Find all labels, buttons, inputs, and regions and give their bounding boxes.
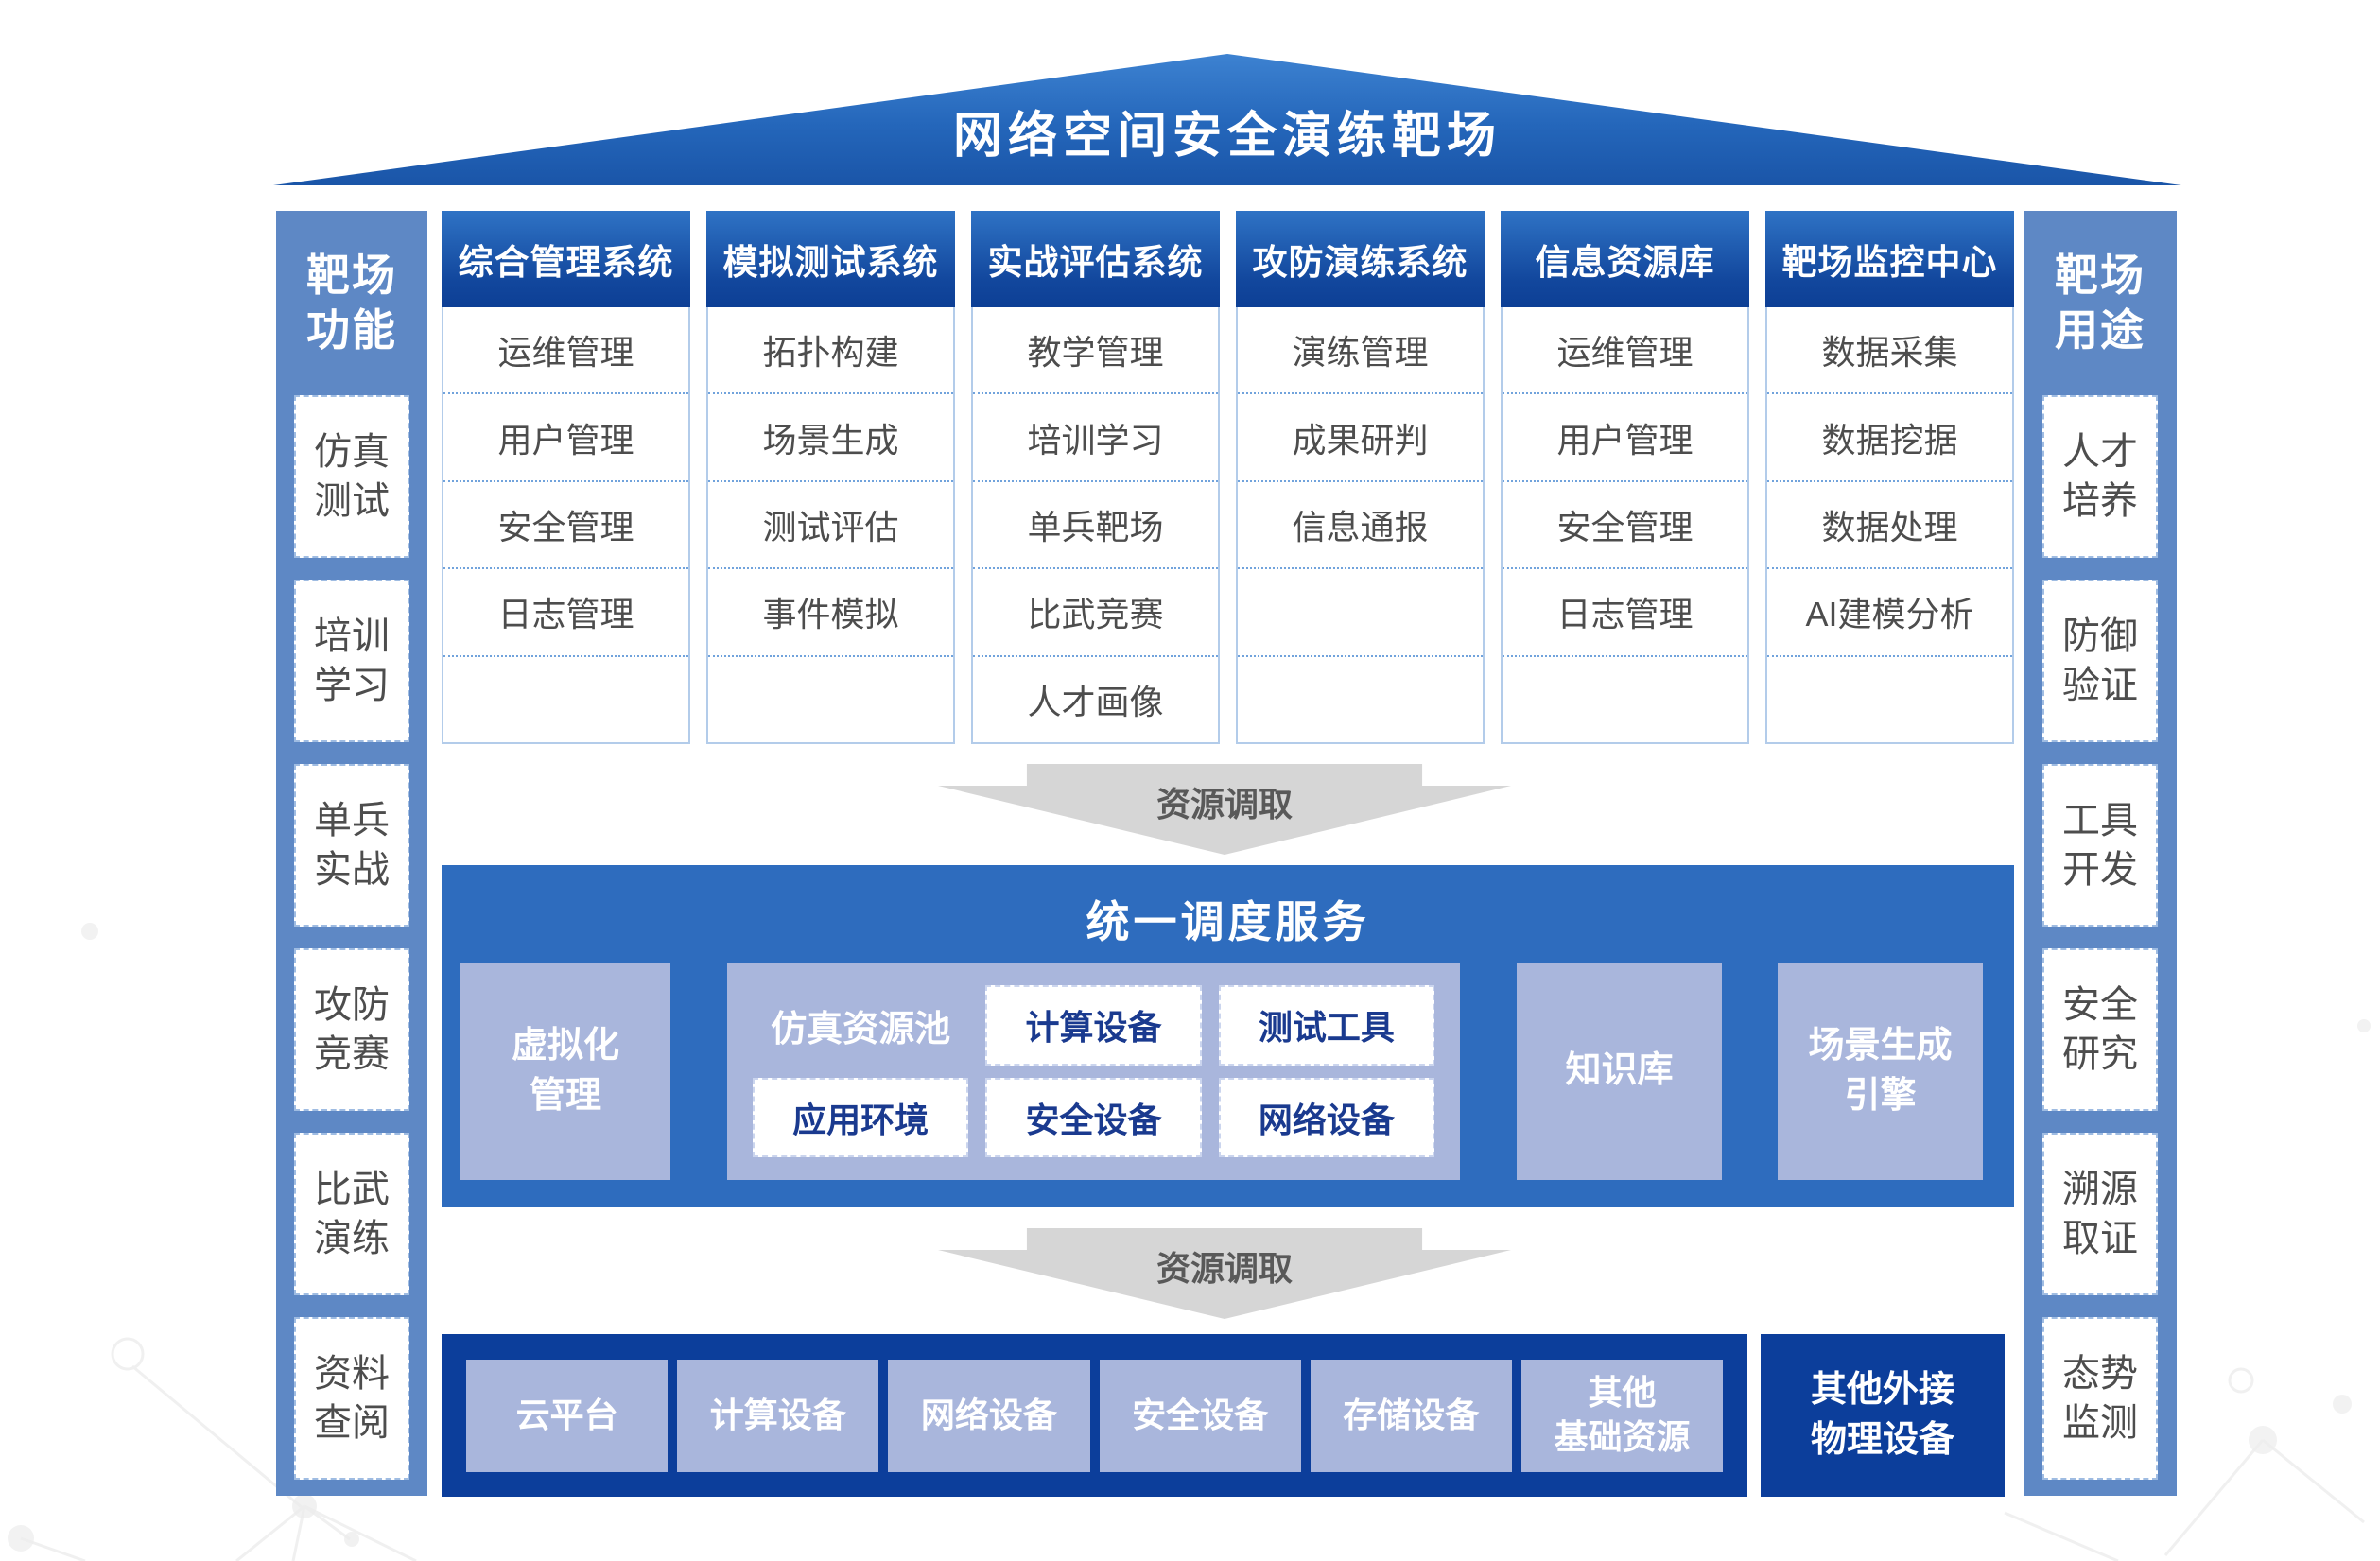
sidebar-left-title: 靶场 功能 (306, 251, 397, 355)
system-item (443, 657, 688, 742)
virtualization-box: 虚拟化 管理 (460, 963, 670, 1180)
sidebar-range-uses: 靶场 用途 人才 培养防御 验证工具 开发安全 研究溯源 取证态势 监测 (2024, 211, 2177, 1496)
system-item: 人才画像 (1027, 682, 1164, 721)
sidebar-item: 资料 查阅 (294, 1317, 409, 1480)
system-item: 事件模拟 (708, 569, 953, 657)
sidebar-item: 安全 研究 (2042, 948, 2158, 1111)
system-item: 单兵靶场 (973, 482, 1218, 570)
simulation-resource-pool: 仿真资源池 计算设备测试工具应用环境安全设备网络设备 (727, 963, 1460, 1180)
system-item (1767, 657, 2012, 742)
infrastructure-box: 云平台 (466, 1359, 669, 1472)
sidebar-item: 单兵 实战 (294, 764, 409, 927)
knowledge-base-box: 知识库 (1517, 963, 1722, 1180)
system-item: 运维管理 (1503, 307, 1747, 395)
sidebar-left-items: 仿真 测试培训 学习单兵 实战攻防 竞赛比武 演练资料 查阅 (294, 395, 409, 1480)
system-item: 培训学习 (973, 394, 1218, 482)
resource-pool-label: 仿真资源池 (771, 1009, 951, 1049)
arrow-bottom-label: 资源调取 (1155, 1249, 1293, 1288)
system-item: 拓扑构建 (708, 307, 953, 395)
system-item: 用户管理 (1503, 394, 1747, 482)
system-column-body: 拓扑构建场景生成测试评估事件模拟 (706, 307, 955, 744)
resource-cell: 应用环境 (753, 1077, 969, 1157)
sidebar-item: 工具 开发 (2042, 764, 2158, 927)
system-item: 演练管理 (1238, 307, 1483, 395)
sidebar-item: 人才 培养 (2042, 395, 2158, 558)
system-item: 日志管理 (443, 569, 688, 657)
system-item: AI建模分析 (1767, 569, 2012, 657)
system-item: 信息通报 (1238, 482, 1483, 570)
system-column-body: 运维管理用户管理安全管理日志管理 (1501, 307, 1749, 744)
system-item: 日志管理 (1503, 569, 1747, 657)
system-item: 运维管理 (443, 307, 688, 395)
sidebar-item: 防御 验证 (2042, 580, 2158, 742)
system-item: 教学管理 (973, 307, 1218, 395)
resource-cell: 网络设备 (1218, 1077, 1434, 1157)
system-column: 实战评估系统教学管理培训学习单兵靶场比武竞赛人才画像 (971, 211, 1220, 744)
system-columns: 综合管理系统运维管理用户管理安全管理日志管理模拟测试系统拓扑构建场景生成测试评估… (442, 211, 2014, 744)
diagram-title: 网络空间安全演练靶场 (952, 109, 1502, 164)
system-item (1238, 569, 1483, 657)
system-item: 数据采集 (1767, 307, 2012, 395)
scene-engine-box: 场景生成 引擎 (1778, 963, 1983, 1180)
system-item: 测试评估 (708, 482, 953, 570)
sidebar-range-functions: 靶场 功能 仿真 测试培训 学习单兵 实战攻防 竞赛比武 演练资料 查阅 (276, 211, 427, 1496)
infrastructure-box: 网络设备 (888, 1359, 1090, 1472)
infrastructure-box: 计算设备 (677, 1359, 879, 1472)
system-column-header: 攻防演练系统 (1236, 211, 1485, 307)
system-column-body: 演练管理成果研判信息通报 (1236, 307, 1485, 744)
system-column: 攻防演练系统演练管理成果研判信息通报 (1236, 211, 1485, 744)
infrastructure-box: 其他 基础资源 (1520, 1359, 1724, 1472)
scheduling-title: 统一调度服务 (1086, 897, 1370, 946)
sidebar-item: 溯源 取证 (2042, 1133, 2158, 1295)
resource-cell: 安全设备 (985, 1077, 1202, 1157)
system-item: 安全管理 (1503, 482, 1747, 570)
sidebar-item: 攻防 竞赛 (294, 948, 409, 1111)
external-physical-devices-box: 其他外接 物理设备 (1761, 1334, 2005, 1497)
system-item: 比武竞赛 (973, 569, 1218, 657)
system-item: 成果研判 (1238, 394, 1483, 482)
infrastructure-box: 安全设备 (1099, 1359, 1301, 1472)
system-item: 用户管理 (443, 394, 688, 482)
sidebar-right-items: 人才 培养防御 验证工具 开发安全 研究溯源 取证态势 监测 (2042, 395, 2158, 1480)
sidebar-item: 比武 演练 (294, 1133, 409, 1295)
system-column-header: 靶场监控中心 (1765, 211, 2014, 307)
system-column-header: 综合管理系统 (442, 211, 690, 307)
sidebar-item: 仿真 测试 (294, 395, 409, 558)
system-column: 信息资源库运维管理用户管理安全管理日志管理 (1501, 211, 1749, 744)
system-column-body: 运维管理用户管理安全管理日志管理 (442, 307, 690, 744)
sidebar-right-title: 靶场 用途 (2055, 251, 2145, 355)
arrow-top-label: 资源调取 (1155, 785, 1293, 824)
system-column-body: 教学管理培训学习单兵靶场比武竞赛人才画像 (971, 307, 1220, 744)
resource-cell: 测试工具 (1218, 985, 1434, 1066)
system-item: 安全管理 (443, 482, 688, 570)
system-item (708, 657, 953, 742)
system-item: 数据挖据 (1767, 394, 2012, 482)
system-item (1238, 657, 1483, 742)
system-column: 综合管理系统运维管理用户管理安全管理日志管理 (442, 211, 690, 744)
system-column-header: 模拟测试系统 (706, 211, 955, 307)
system-item: 场景生成 (708, 394, 953, 482)
sidebar-item: 培训 学习 (294, 580, 409, 742)
unified-scheduling-band: 统一调度服务 虚拟化 管理 仿真资源池 计算设备测试工具应用环境安全设备网络设备… (442, 865, 2014, 1207)
resource-cell: 计算设备 (985, 985, 1202, 1066)
infrastructure-band: 云平台计算设备网络设备安全设备存储设备其他 基础资源 (442, 1334, 1747, 1497)
system-column-header: 实战评估系统 (971, 211, 1220, 307)
system-item: 数据处理 (1767, 482, 2012, 570)
system-column: 模拟测试系统拓扑构建场景生成测试评估事件模拟 (706, 211, 955, 744)
system-item (1503, 657, 1747, 742)
infrastructure-box: 存储设备 (1310, 1359, 1512, 1472)
sidebar-item: 态势 监测 (2042, 1317, 2158, 1480)
system-column-header: 信息资源库 (1501, 211, 1749, 307)
